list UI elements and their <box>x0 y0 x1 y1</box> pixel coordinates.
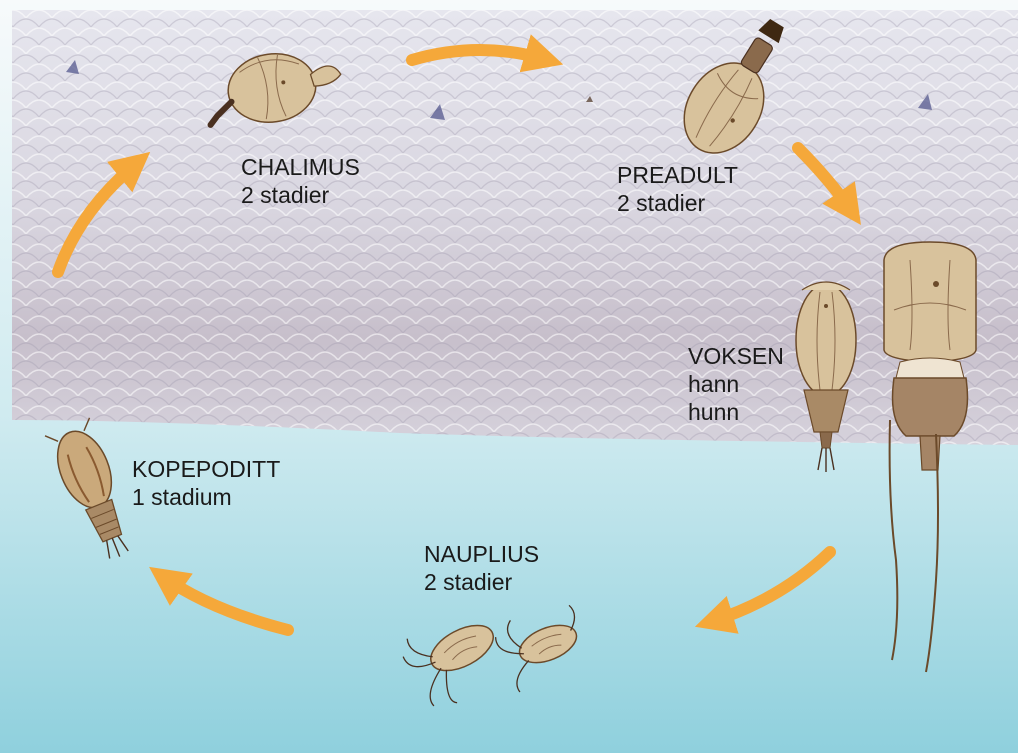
chalimus-count: 2 stadier <box>241 181 360 209</box>
kopepoditt-label: KOPEPODITT 1 stadium <box>132 455 280 511</box>
kopepoditt-name: KOPEPODITT <box>132 455 280 483</box>
preadult-name: PREADULT <box>617 161 738 189</box>
preadult-label: PREADULT 2 stadier <box>617 161 738 217</box>
voksen-label: VOKSEN hann hunn <box>688 342 784 426</box>
nauplius-label: NAUPLIUS 2 stadier <box>424 540 539 596</box>
chalimus-label: CHALIMUS 2 stadier <box>241 153 360 209</box>
voksen-male: hann <box>688 370 784 398</box>
voksen-name: VOKSEN <box>688 342 784 370</box>
fish-scale-texture <box>12 10 1018 445</box>
nauplius-count: 2 stadier <box>424 568 539 596</box>
nauplius-name: NAUPLIUS <box>424 540 539 568</box>
preadult-count: 2 stadier <box>617 189 738 217</box>
voksen-female: hunn <box>688 398 784 426</box>
chalimus-name: CHALIMUS <box>241 153 360 181</box>
kopepoditt-count: 1 stadium <box>132 483 280 511</box>
